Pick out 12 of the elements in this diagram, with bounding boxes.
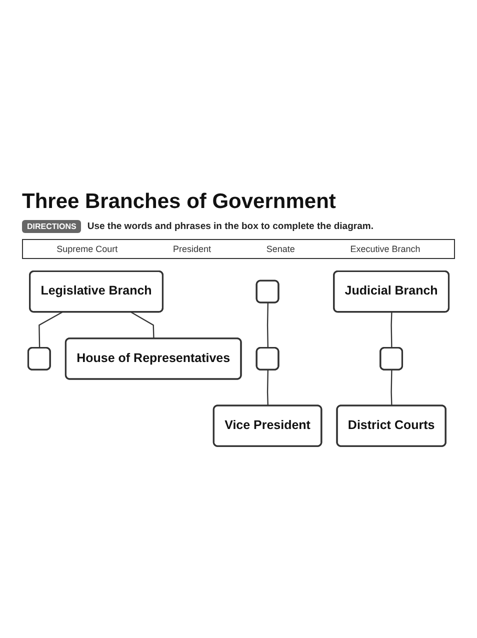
word-bank-item: Supreme Court	[56, 244, 118, 254]
directions-text: Use the words and phrases in the box to complete the diagram.	[87, 221, 374, 232]
directions-badge: DIRECTIONS	[22, 220, 82, 233]
word-bank-item: Senate	[266, 244, 295, 254]
connector	[266, 370, 268, 406]
connector	[266, 302, 268, 348]
connector	[130, 312, 154, 339]
word-bank-item: Executive Branch	[350, 244, 420, 254]
word-bank-item: President	[173, 244, 212, 254]
connector	[390, 312, 392, 348]
connector	[390, 370, 392, 406]
title: Three Branches of Government	[22, 190, 337, 214]
